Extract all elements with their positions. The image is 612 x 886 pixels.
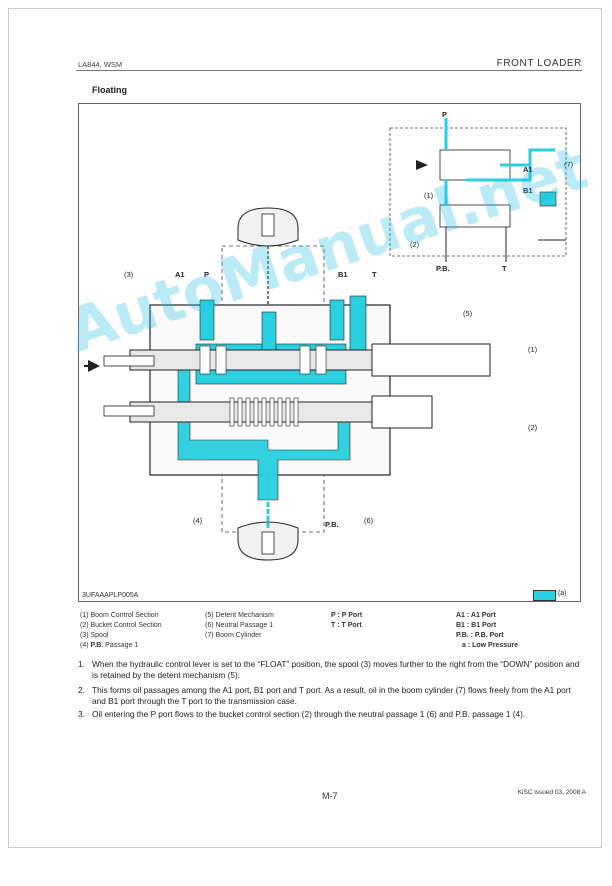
caption-b1: B1 : B1 Port xyxy=(456,622,497,629)
page-number: M-7 xyxy=(322,791,338,801)
schematic-lines xyxy=(444,118,555,205)
a1-port-passage xyxy=(199,299,215,341)
caption-c3: (3) Spool xyxy=(80,632,109,639)
doc-code: LA844, WSM xyxy=(78,60,123,69)
label-c4: (4) xyxy=(193,516,203,525)
upper-spool-lands xyxy=(199,345,327,375)
right-cap-lower xyxy=(371,395,433,429)
figure-frame xyxy=(78,103,581,602)
paragraph-1: 1.When the hydraulic control lever is se… xyxy=(78,659,580,680)
label-c2-top: (2) xyxy=(410,240,420,249)
t-port-passage xyxy=(349,295,367,357)
paragraph-2: 2.This forms oil passages among the A1 p… xyxy=(78,685,571,706)
section-header: FRONT LOADER xyxy=(496,58,582,69)
figure-id: 3UFAAAPLP005A xyxy=(82,592,139,599)
schematic-cylinder xyxy=(539,191,557,207)
top-fitting-stem xyxy=(261,213,275,237)
caption-c2: (2) Bucket Control Section xyxy=(80,622,162,629)
label-pb-top: P.B. xyxy=(436,264,450,273)
caption-c7: (7) Boom Cylinder xyxy=(205,632,262,639)
spool-end-left-upper xyxy=(103,355,155,367)
label-c1-top: (1) xyxy=(424,191,434,200)
bottom-fitting-stem xyxy=(261,531,275,555)
issue-info: KiSC issued 03, 2008 A xyxy=(517,789,586,796)
b1-port-passage xyxy=(329,299,345,341)
boom-spool xyxy=(129,349,401,371)
label-t: T xyxy=(372,270,377,279)
label-c3: (3) xyxy=(124,270,134,279)
caption-c6: (6) Neutral Passage 1 xyxy=(205,622,274,629)
page-border xyxy=(8,8,602,848)
header-rule xyxy=(76,70,582,71)
label-a1-top: A1 xyxy=(523,165,533,174)
schematic-arrow xyxy=(416,160,428,170)
caption-a1: A1 : A1 Port xyxy=(456,612,496,619)
caption-t: T : T Port xyxy=(331,622,362,629)
label-p: P xyxy=(204,270,210,279)
label-c2: (2) xyxy=(528,423,538,432)
caption-p: P : P Port xyxy=(331,612,363,619)
spool-end-left-lower xyxy=(103,405,155,417)
section-title: Floating xyxy=(92,85,127,95)
caption-c4: (4) P.B. Passage 1 xyxy=(80,642,139,649)
label-a1: A1 xyxy=(175,270,185,279)
schematic-box xyxy=(389,127,567,257)
legend-label: :(a) xyxy=(556,590,567,597)
caption-c1: (1) Boom Control Section xyxy=(80,612,159,619)
label-c6: (6) xyxy=(364,516,374,525)
paragraph-3: 3.Oil entering the P port flows to the b… xyxy=(78,709,526,719)
label-c5: (5) xyxy=(463,309,473,318)
label-c1: (1) xyxy=(528,345,538,354)
p-port-passage xyxy=(261,311,277,353)
label-pb: P.B. xyxy=(325,520,339,529)
label-b1: B1 xyxy=(338,270,348,279)
schematic-valve-2 xyxy=(439,204,511,228)
label-c7-top: (7) xyxy=(564,160,574,169)
label-t-top: T xyxy=(502,264,507,273)
caption-a: a : Low Pressure xyxy=(462,642,519,649)
caption-c5: (5) Detent Mechanism xyxy=(205,612,274,619)
label-b1-top: B1 xyxy=(523,186,533,195)
legend-swatch xyxy=(533,590,556,601)
detent-cap xyxy=(371,343,491,377)
lower-spool-coils xyxy=(229,397,299,427)
caption-pb: P.B. : P.B. Port xyxy=(456,632,504,639)
label-p-top: P xyxy=(442,110,448,119)
